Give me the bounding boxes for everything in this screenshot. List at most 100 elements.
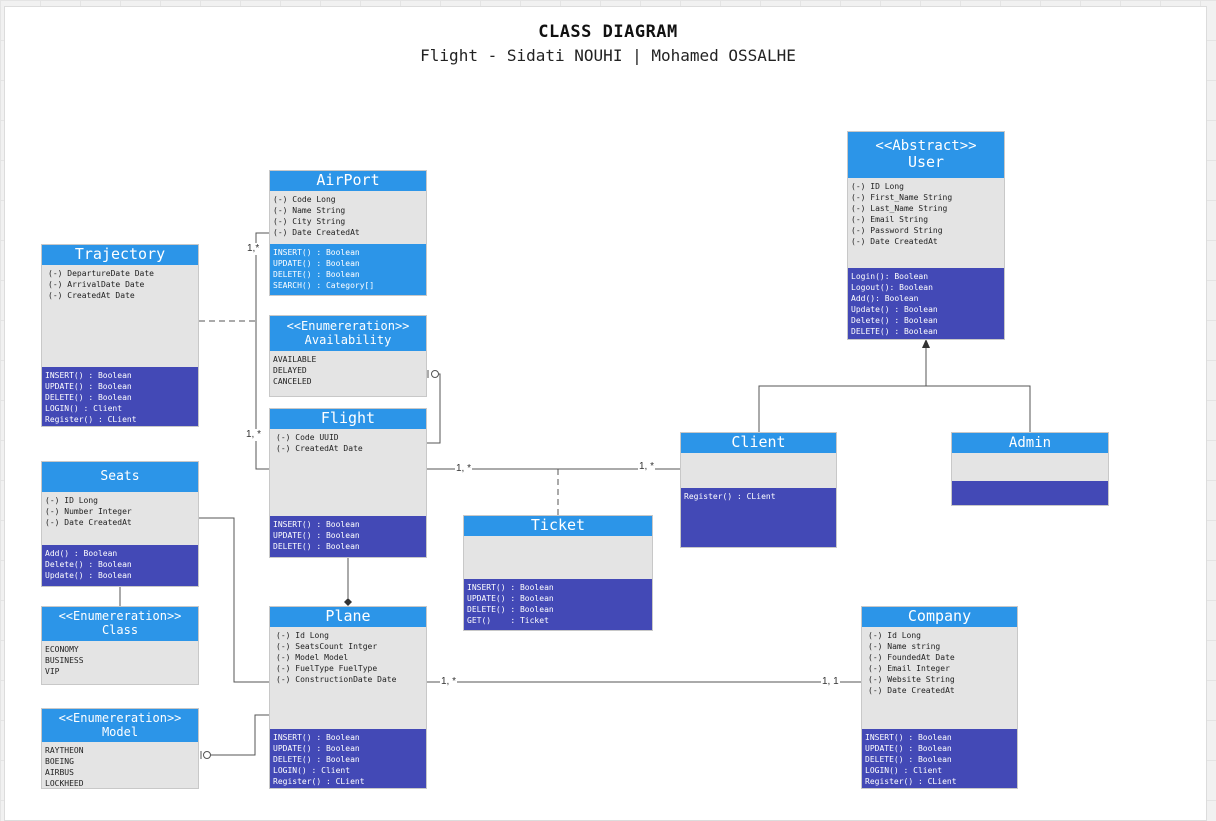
enum-model[interactable]: <<Enumereration>> Model RAYTHEON BOEING … [41,708,199,789]
class-ticket[interactable]: Ticket INSERT() : Boolean UPDATE() : Boo… [463,515,653,631]
class-trajectory-attributes: (-) DepartureDate Date (-) ArrivalDate D… [42,265,198,367]
enum-class[interactable]: <<Enumereration>> Class ECONOMY BUSINESS… [41,606,199,685]
enum-availability[interactable]: <<Enumereration>> Availability AVAILABLE… [269,315,427,397]
enum-model-stereotype: <<Enumereration>> [58,710,182,725]
attribute-row: (-) First_Name String [851,193,953,202]
method-row: INSERT() : Boolean [273,733,360,742]
class-user[interactable]: <<Abstract>> User (-) ID Long (-) First_… [847,131,1005,340]
method-row: INSERT() : Boolean [45,371,132,380]
enum-class-stereotype: <<Enumereration>> [58,609,182,624]
attribute-row: (-) Date CreatedAt [273,228,360,237]
class-client[interactable]: Client Register() : CLient [680,432,837,548]
method-row: Delete() : Boolean [851,316,938,325]
class-ticket-name: Ticket [530,516,586,535]
class-airport-header[interactable]: AirPort [270,171,426,191]
method-row: DELETE() : Boolean [467,605,554,614]
method-row: GET() : Ticket [467,616,549,625]
method-row: UPDATE() : Boolean [865,744,952,753]
class-admin-methods [952,481,1108,505]
model-zero-one-marker [203,751,211,759]
class-seats[interactable]: Seats (-) ID Long (-) Number Integer (-)… [41,461,199,587]
method-row: Update() : Boolean [851,305,938,314]
enum-availability-header[interactable]: <<Enumereration>> Availability [270,316,426,351]
attribute-row: (-) Id Long [276,631,329,640]
admin-inheritance-link [926,385,1031,432]
class-trajectory-name: Trajectory [74,245,166,264]
class-airport[interactable]: AirPort (-) Code Long (-) Name String (-… [269,170,427,296]
class-company[interactable]: Company (-) Id Long (-) Name string (-) … [861,606,1018,789]
method-row: INSERT() : Boolean [273,520,360,529]
enum-class-name: Class [101,623,139,637]
attribute-row: (-) Date CreatedAt [851,237,938,246]
attribute-row: (-) Last_Name String [851,204,948,213]
class-trajectory-methods: INSERT() : Boolean UPDATE() : Boolean DE… [42,367,198,426]
class-admin-name: Admin [1008,434,1052,451]
class-user-attributes: (-) ID Long (-) First_Name String (-) La… [848,178,1004,268]
enum-value: VIP [45,667,60,676]
attribute-row: (-) Code UUID [276,433,339,442]
class-airport-attributes: (-) Code Long (-) Name String (-) City S… [270,191,426,244]
attribute-row: (-) ConstructionDate Date [276,675,397,684]
attribute-row: (-) ID Long [851,182,904,191]
enum-value: ECONOMY [45,645,79,654]
attribute-row: (-) Date CreatedAt [45,518,132,527]
method-row: UPDATE() : Boolean [273,744,360,753]
method-row: LOGIN() : Client [45,404,123,413]
method-row: LOGIN() : Client [865,766,943,775]
enum-model-header[interactable]: <<Enumereration>> Model [42,709,198,742]
method-row: Add(): Boolean [851,294,919,303]
multiplicity-plane-company-right: 1, 1 [821,676,840,688]
class-company-methods: INSERT() : Boolean UPDATE() : Boolean DE… [862,729,1017,788]
airport-flight-link [255,232,269,470]
class-seats-methods: Add() : Boolean Delete() : Boolean Updat… [42,545,198,586]
class-client-name: Client [731,433,786,452]
class-trajectory-header[interactable]: Trajectory [42,245,198,265]
method-row: SEARCH() : Category[] [273,281,375,290]
enum-availability-values: AVAILABLE DELAYED CANCELED [270,351,426,396]
class-user-methods: Login(): Boolean Logout(): Boolean Add()… [848,268,1004,339]
enum-value: DELAYED [273,366,307,375]
method-row: DELETE() : Boolean [851,327,938,336]
generalization-arrowhead [922,339,930,348]
method-row: LOGIN() : Client [273,766,351,775]
class-airport-name: AirPort [316,171,380,190]
class-user-header[interactable]: <<Abstract>> User [848,132,1004,178]
class-seats-attributes: (-) ID Long (-) Number Integer (-) Date … [42,492,198,545]
class-flight[interactable]: Flight (-) Code UUID (-) CreatedAt Date … [269,408,427,558]
class-plane[interactable]: Plane (-) Id Long (-) SeatsCount Intger … [269,606,427,789]
class-client-header[interactable]: Client [681,433,836,453]
attribute-row: (-) FoundedAt Date [868,653,955,662]
enum-value: BUSINESS [45,656,84,665]
multiplicity-airport-flight: 1,* [246,243,261,255]
class-company-header[interactable]: Company [862,607,1017,627]
class-ticket-header[interactable]: Ticket [464,516,652,536]
enum-value: RAYTHEON [45,746,84,755]
class-flight-name: Flight [320,409,376,428]
class-flight-header[interactable]: Flight [270,409,426,429]
class-company-attributes: (-) Id Long (-) Name string (-) FoundedA… [862,627,1017,729]
class-plane-name: Plane [325,607,371,626]
method-row: Delete() : Boolean [45,560,132,569]
attribute-row: (-) ArrivalDate Date [48,280,145,289]
method-row: Register() : CLient [273,777,365,786]
attribute-row: (-) Website String [868,675,955,684]
method-row: Logout(): Boolean [851,283,933,292]
class-admin[interactable]: Admin [951,432,1109,506]
class-seats-header[interactable]: Seats [42,462,198,492]
client-inheritance-link [758,385,926,432]
class-plane-header[interactable]: Plane [270,607,426,627]
attribute-row: (-) FuelType FuelType [276,664,378,673]
enum-value: CANCELED [273,377,312,386]
multiplicity-plane-company-left: 1, * [440,676,458,688]
enum-class-header[interactable]: <<Enumereration>> Class [42,607,198,641]
method-row: Register() : CLient [45,415,137,424]
diagram-subtitle: Flight - Sidati NOUHI | Mohamed OSSALHE [420,46,796,65]
class-admin-header[interactable]: Admin [952,433,1108,453]
enum-availability-name: Availability [304,332,392,347]
method-row: UPDATE() : Boolean [45,382,132,391]
class-admin-attributes [952,453,1108,481]
method-row: DELETE() : Boolean [865,755,952,764]
method-row: INSERT() : Boolean [467,583,554,592]
class-seats-name: Seats [100,468,140,484]
class-trajectory[interactable]: Trajectory (-) DepartureDate Date (-) Ar… [41,244,199,427]
